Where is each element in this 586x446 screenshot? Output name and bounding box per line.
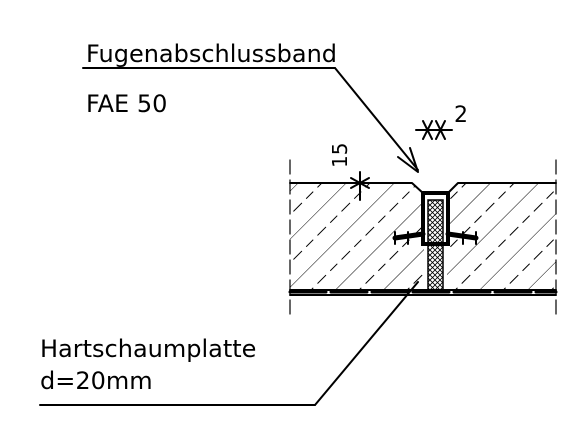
gap-dimension (415, 120, 453, 140)
foam-thickness-label: d=20mm (40, 367, 153, 395)
band-type-label: FAE 50 (86, 90, 167, 118)
offset-dimension (350, 171, 370, 201)
band-name-label: Fugenabschlussband (86, 40, 337, 68)
foam-leader (39, 281, 419, 406)
concrete-slab (290, 183, 556, 290)
offset-dimension-label: 15 (328, 143, 352, 168)
foam-name-label: Hartschaumplatte (40, 335, 256, 363)
joint-sealing-band (392, 191, 479, 246)
gap-dimension-label: 2 (454, 103, 468, 128)
band-leader (82, 67, 419, 173)
